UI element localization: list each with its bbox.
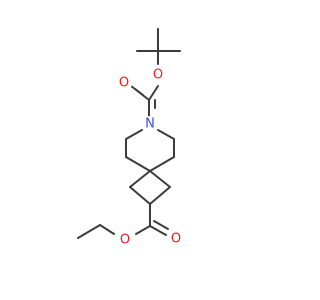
atom-o-carbonyl-ethyl: O [168,231,184,247]
bond [149,156,175,172]
bond [129,170,151,188]
atom-o-ether-boc: O [150,67,166,83]
bond [130,85,144,96]
atom-n-piperidine: N [142,116,158,132]
bond [135,225,151,235]
atom-label: O [171,232,181,247]
bond [129,186,151,205]
bond [125,156,151,172]
boc-carbamate-group [130,85,159,121]
ethyl-ester-group [77,203,169,239]
bond [153,220,169,230]
cyclobutane-ring [129,170,171,205]
atom-label: O [119,76,129,91]
atom-o-ether-ethyl: O [117,232,133,248]
bond [125,129,143,140]
atom-label: O [153,68,163,83]
bond [77,224,101,239]
bond [99,224,115,235]
bond [148,85,159,101]
atom-o-carbonyl-boc: O [116,75,132,91]
atom-label: N [145,117,155,132]
bond [149,170,171,188]
bond [157,129,175,140]
tert-butyl-group [136,28,181,65]
piperidine-ring [125,129,175,172]
molecule-structure: O O N O O [77,28,184,248]
atom-label: O [120,233,130,248]
bond [149,186,171,205]
bond [149,225,167,236]
